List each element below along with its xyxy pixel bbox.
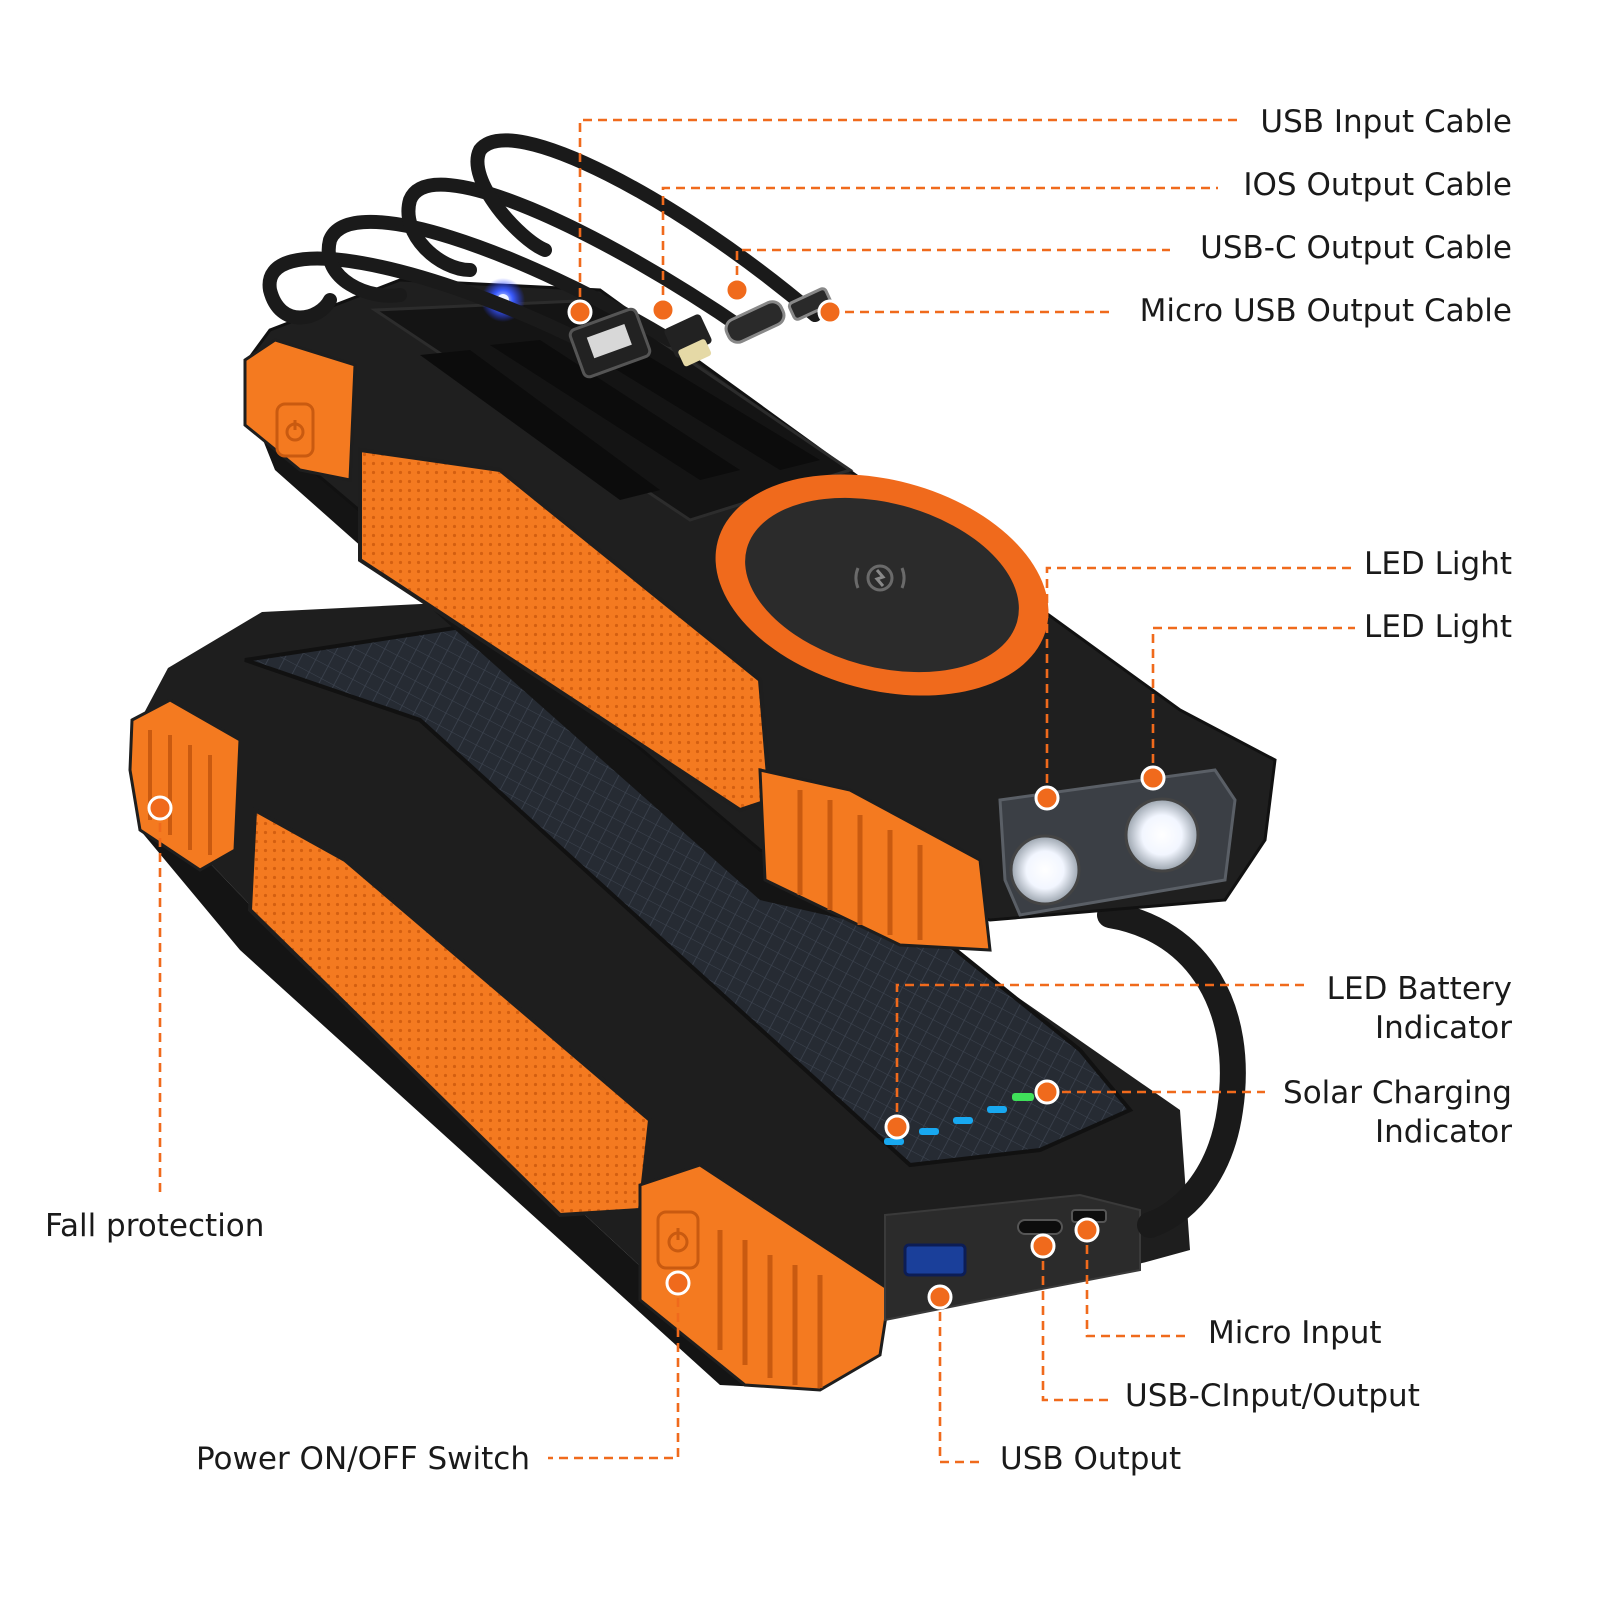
fall-protection-bumper-left xyxy=(128,698,242,872)
label-ios-output-cable: IOS Output Cable xyxy=(1243,167,1512,203)
callout-dot-micro-usb-output-cable xyxy=(817,299,843,325)
callout-dot-usb-input-cable xyxy=(567,299,593,325)
led-light-right xyxy=(1124,797,1200,873)
usb-c-port[interactable] xyxy=(1017,1219,1063,1235)
label-power-switch: Power ON/OFF Switch xyxy=(196,1441,530,1477)
leader-led-light-2 xyxy=(1151,626,1355,778)
solar-unit xyxy=(128,600,1246,1392)
callout-dot-usbc-output-cable xyxy=(724,277,750,303)
built-in-cables xyxy=(262,133,822,352)
label-fall-protection: Fall protection xyxy=(45,1208,264,1244)
callout-dot-led-battery-indicator xyxy=(884,1114,910,1140)
leader-usb-output xyxy=(938,1297,985,1464)
label-micro-usb-output-cable: Micro USB Output Cable xyxy=(1140,293,1512,329)
power-icon[interactable] xyxy=(656,1210,700,1270)
leader-usb-input-cable xyxy=(578,118,1240,312)
leader-led-light-1 xyxy=(1045,566,1355,798)
callout-dot-usb-output xyxy=(927,1284,953,1310)
led-battery-indicator xyxy=(884,1106,1007,1145)
leader-led-battery-indicator xyxy=(895,983,1308,1127)
callout-leaders xyxy=(147,118,1355,1464)
callout-dot-fall-protection xyxy=(147,795,173,821)
label-usbc-input-output: USB-CInput/Output xyxy=(1125,1378,1420,1414)
callout-dot-power-switch xyxy=(665,1270,691,1296)
label-led-battery-indicator-line1: LED Battery xyxy=(1327,971,1512,1007)
led-light-left xyxy=(1009,834,1081,906)
label-led-light-2: LED Light xyxy=(1364,609,1512,645)
cable-connectors xyxy=(568,287,833,379)
solar-charging-led xyxy=(1012,1093,1034,1101)
battery-led-1 xyxy=(884,1138,904,1145)
leader-usbc-output-cable xyxy=(735,248,1170,290)
label-micro-input: Micro Input xyxy=(1208,1315,1382,1351)
bumper-ribs-front xyxy=(717,1230,823,1388)
leader-usbc-input-output xyxy=(1041,1246,1112,1402)
battery-led-2 xyxy=(919,1128,939,1135)
wireless-unit xyxy=(243,278,1277,952)
battery-led-4 xyxy=(987,1106,1007,1113)
usbc-output-cable xyxy=(401,177,752,337)
callout-dot-led-light-1 xyxy=(1034,785,1060,811)
callout-labels: USB Input Cable IOS Output Cable USB-C O… xyxy=(45,104,1512,1477)
callout-dot-ios-output-cable xyxy=(650,297,676,323)
usb-input-cable xyxy=(262,251,597,352)
leader-micro-input xyxy=(1085,1230,1190,1338)
label-usb-output: USB Output xyxy=(1000,1441,1181,1477)
ios-output-cable xyxy=(321,214,677,347)
leader-power-switch xyxy=(548,1283,680,1460)
solar-bumper-front xyxy=(638,1163,892,1392)
battery-led-3 xyxy=(953,1117,973,1124)
label-solar-charging-indicator-line1: Solar Charging xyxy=(1283,1075,1512,1111)
label-led-battery-indicator-line2: Indicator xyxy=(1375,1010,1512,1046)
label-usbc-output-cable: USB-C Output Cable xyxy=(1200,230,1512,266)
callout-dot-micro-input xyxy=(1074,1217,1100,1243)
callout-dot-usbc-input-output xyxy=(1030,1233,1056,1259)
callout-dot-led-light-2 xyxy=(1140,765,1166,791)
label-led-light-1: LED Light xyxy=(1364,546,1512,582)
label-solar-charging-indicator-line2: Indicator xyxy=(1375,1114,1512,1150)
bumper-ribs-top xyxy=(797,790,923,940)
callout-dot-solar-charging-indicator xyxy=(1034,1079,1060,1105)
wireless-bumper-front xyxy=(758,768,992,952)
micro-usb-output-cable xyxy=(470,133,822,322)
power-icon-top[interactable] xyxy=(275,402,315,458)
leader-ios-output-cable xyxy=(661,186,1218,310)
label-usb-input-cable: USB Input Cable xyxy=(1260,104,1512,140)
usb-output-port[interactable] xyxy=(903,1243,967,1277)
wireless-charging-icon xyxy=(854,564,906,592)
